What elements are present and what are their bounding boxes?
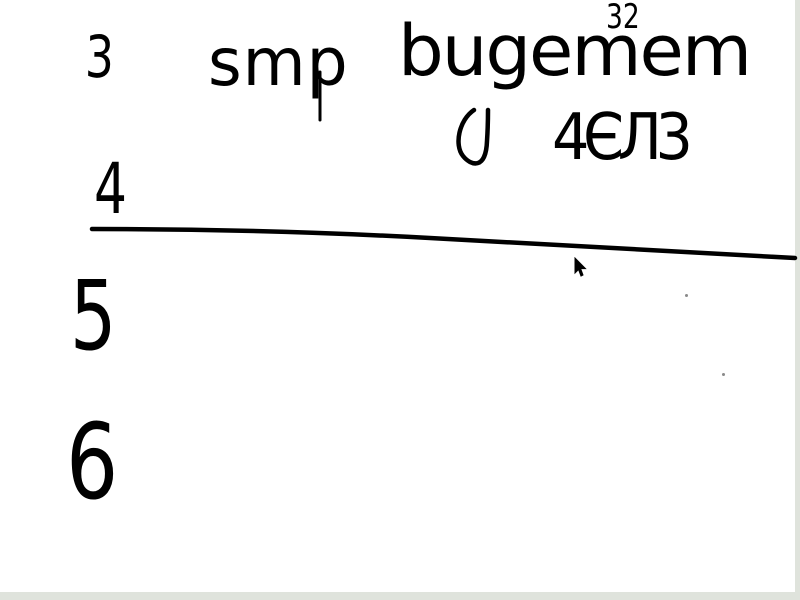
handwritten-middle-word: smp bbox=[208, 24, 349, 101]
handwritten-number-6: 6 bbox=[66, 401, 119, 523]
bracket-stroke bbox=[456, 107, 491, 166]
handwritten-annotation: 4ЄЛ3 bbox=[552, 101, 693, 175]
pointer-arrow-icon bbox=[574, 257, 587, 277]
window-right-border bbox=[795, 0, 800, 600]
window-bottom-border bbox=[0, 592, 800, 600]
stray-dot bbox=[685, 294, 688, 297]
handwritten-main-word: bugemem bbox=[398, 10, 752, 92]
divider-line bbox=[89, 226, 798, 261]
handwritten-superscript: 32 bbox=[606, 0, 640, 37]
stray-dot bbox=[722, 373, 725, 376]
handwritten-number-4: 4 bbox=[94, 148, 127, 230]
handwritten-number-3: 3 bbox=[84, 23, 115, 91]
handwritten-number-5: 5 bbox=[70, 260, 117, 372]
